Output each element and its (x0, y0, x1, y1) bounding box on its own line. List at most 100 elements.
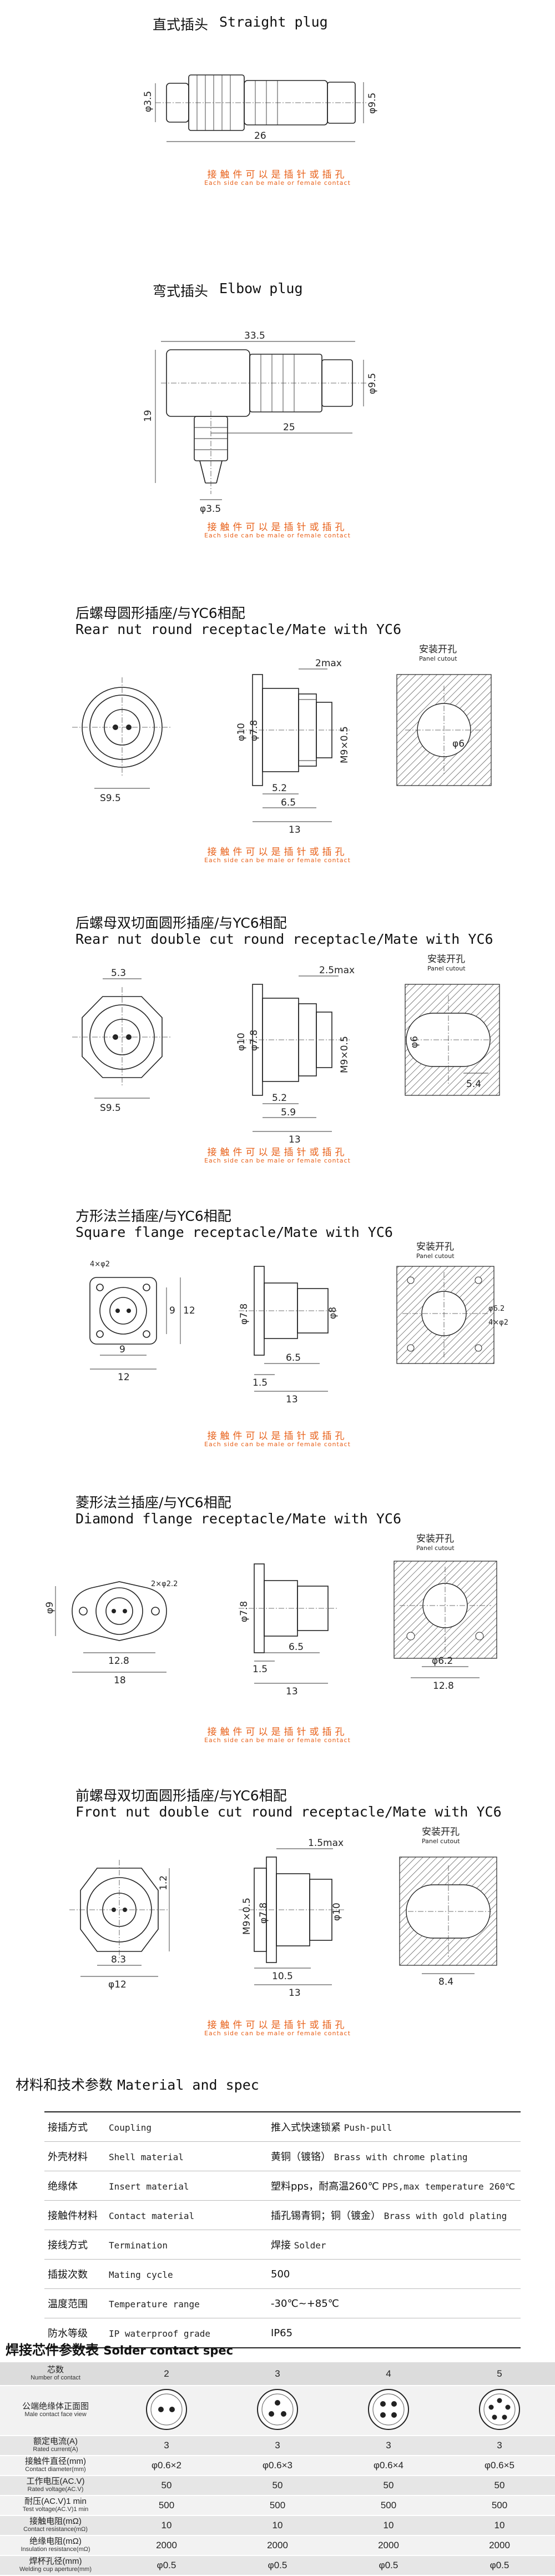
dim-rd-flat: S9.5 (100, 1103, 121, 1114)
mat-key-zh: 接线方式 (48, 2240, 88, 2251)
dim-rd-d6: φ6 (409, 1036, 420, 1048)
sol-cell: φ0.5 (111, 2555, 222, 2576)
dim-fd-d105: 10.5 (272, 1971, 293, 1982)
dim-fd-m: M9×0.5 (241, 1898, 253, 1935)
mat-val-en: Brass with gold plating (384, 2211, 507, 2221)
sol-cell: 3 (222, 2362, 333, 2386)
mat-key-zh: 防水等级 (48, 2328, 88, 2339)
dim-rd-d59: 5.9 (281, 1107, 296, 1118)
dim-sq-cut: 4×φ2 (488, 1319, 508, 1327)
section-square-flange: 方形法兰插座/与YC6相配 Square flange receptacle/M… (0, 1205, 555, 1483)
square-note-zh: 接触件可以是插针或插孔 (207, 1431, 348, 1442)
dim-dm-d9: φ9 (44, 1602, 56, 1614)
sol-label-zh: 接触电阻(mΩ) (29, 2517, 82, 2526)
sol-cell: φ0.6×2 (111, 2456, 222, 2476)
dim-dm-d18: 18 (114, 1675, 126, 1686)
dim-elbow-dia: φ9.5 (367, 373, 378, 394)
rear-round-title-zh: 后螺母圆形插座/与YC6相配 (75, 605, 245, 621)
elbow-note-en: Each side can be male or female contact (204, 532, 351, 539)
sol-label-en: Test voltage(AC.V)1 min (22, 2506, 89, 2513)
mat-val-zh: 焊接 (271, 2240, 291, 2251)
dim-rr-d13: 13 (289, 824, 301, 836)
dim-sq-d13: 13 (286, 1394, 298, 1405)
sol-cell: 2000 (333, 2535, 444, 2556)
mat-val-zh: 塑料pps，耐高温260℃ (271, 2181, 379, 2192)
sol-label-zh: 绝缘电阻(mΩ) (29, 2537, 82, 2546)
dim-dm-d128b: 12.8 (433, 1681, 454, 1692)
rd-panel-en: Panel cutout (427, 965, 466, 972)
sol-cell: 10 (222, 2515, 333, 2536)
sol-cell: 500 (444, 2496, 555, 2516)
dim-rr-d65: 6.5 (281, 797, 296, 808)
dim-sq-hole: 4×φ2 (90, 1260, 110, 1269)
sol-cell: φ0.5 (333, 2555, 444, 2576)
square-note-en: Each side can be male or female contact (204, 1441, 351, 1448)
front-double-note-en: Each side can be male or female contact (204, 2030, 351, 2037)
sol-label-zh: 额定电流(A) (33, 2437, 78, 2446)
material-heading-en: Material and spec (117, 2077, 259, 2093)
dim-dm-d65: 6.5 (289, 1642, 304, 1653)
sol-label-en: Rated voltage(AC.V) (27, 2486, 84, 2493)
straight-note-zh: 接触件可以是插针或插孔 (207, 169, 348, 180)
sol-cell: 50 (333, 2476, 444, 2496)
dim-rr-d78: φ7.8 (249, 720, 260, 741)
sol-cell: 500 (111, 2496, 222, 2516)
mat-val-en: PPS,max temperature 260℃ (382, 2181, 516, 2192)
section-rear-round: 后螺母圆形插座/与YC6相配 Rear nut round receptacle… (0, 602, 555, 891)
mat-key-zh: 接插方式 (48, 2122, 88, 2134)
sol-cell: φ0.6×5 (444, 2456, 555, 2476)
rear-double-drawing: 5.3 S9.5 2.5max φ10 φ7.8 M9×0.5 5.2 5.9 … (72, 954, 500, 1145)
dim-rd-d13: 13 (289, 1134, 301, 1145)
dim-dm-hole: 2×φ2.2 (151, 1580, 178, 1588)
dim-sq-d15: 1.5 (253, 1377, 268, 1388)
sol-cell: φ0.5 (222, 2555, 333, 2576)
straight-note-en: Each side can be male or female contact (204, 179, 351, 187)
dim-rd-d54: 5.4 (466, 1079, 481, 1090)
dim-fd-d84: 8.4 (438, 1976, 453, 1988)
dim-rr-d52: 5.2 (272, 783, 287, 794)
material-heading-zh: 材料和技术参数 (16, 2077, 113, 2093)
sol-cell: 500 (333, 2496, 444, 2516)
sol-label-zh: 接触件直径(mm) (25, 2457, 86, 2466)
sol-cell: 500 (222, 2496, 333, 2516)
dim-rd-top: 5.3 (111, 968, 126, 979)
section-elbow-plug: 弯式插头 Elbow plug 33.5 φ9.5 19 25 φ3.5 接触件… (0, 266, 555, 555)
sol-cell: 3 (444, 2436, 555, 2456)
sol-cell: 2000 (111, 2535, 222, 2556)
section-straight-plug: 直式插头 Straight plug φ3.5 φ9.5 26 接触件可以是插针… (0, 0, 555, 200)
dim-fd-d10: φ10 (331, 1903, 342, 1921)
rear-round-note-zh: 接触件可以是插针或插孔 (207, 847, 348, 858)
sol-cell: 50 (444, 2476, 555, 2496)
mat-key-zh: 插拔次数 (48, 2269, 88, 2281)
section-rear-double: 后螺母双切面圆形插座/与YC6相配 Rear nut double cut ro… (0, 912, 555, 1201)
straight-title-en: Straight plug (219, 14, 328, 30)
dm-panel-zh: 安装开孔 (416, 1533, 454, 1544)
front-double-note-zh: 接触件可以是插针或插孔 (207, 2020, 348, 2031)
mat-key-zh: 接触件材料 (48, 2210, 98, 2222)
mat-key-en: Termination (109, 2240, 168, 2251)
rear-double-title-en: Rear nut double cut round receptacle/Mat… (75, 931, 493, 947)
dim-sq-d65: 6.5 (286, 1352, 301, 1364)
sol-cell: φ0.6×4 (333, 2456, 444, 2476)
dim-dm-d128: 12.8 (108, 1656, 129, 1667)
dm-panel-en: Panel cutout (416, 1544, 455, 1552)
solder-heading: 焊接芯件参数表 Solder contact spec (6, 2339, 233, 2358)
front-double-title-zh: 前螺母双切面圆形插座/与YC6相配 (75, 1788, 287, 1804)
dim-fd-dd12: φ12 (108, 1979, 127, 1990)
straight-title-zh: 直式插头 (153, 17, 209, 33)
sol-label-zh: 工作电压(AC.V) (26, 2477, 85, 2486)
sol-label-en: Number of contact (31, 2374, 80, 2381)
sq-panel-en: Panel cutout (416, 1252, 455, 1260)
